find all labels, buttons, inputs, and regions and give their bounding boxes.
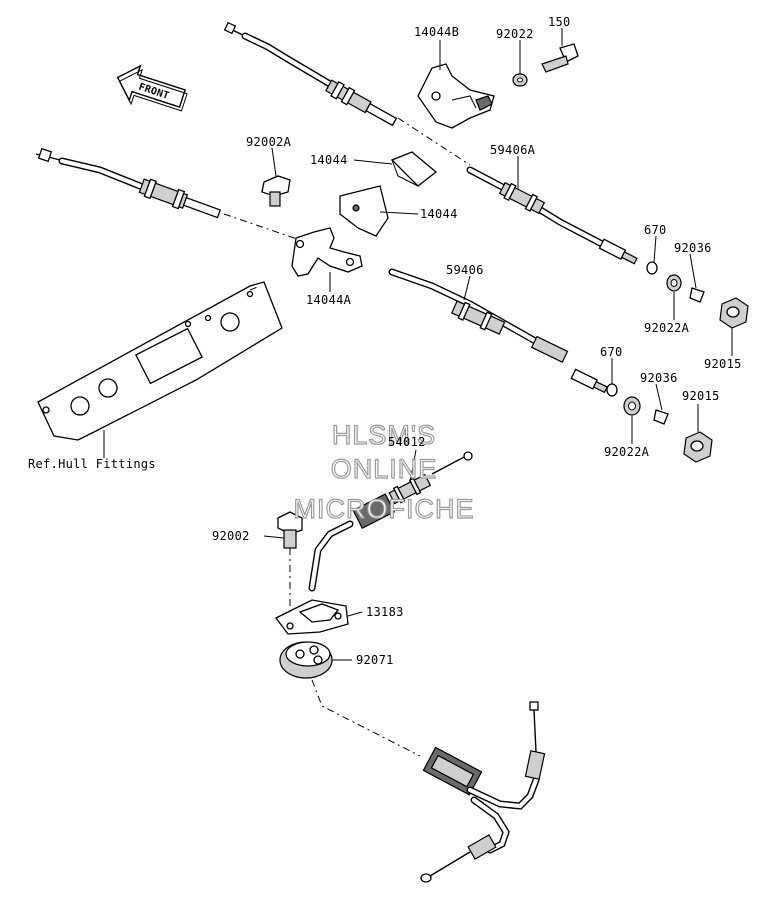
watermark-line-3: MICROFICHE — [294, 494, 475, 524]
callout-92015-top: 92015 — [704, 357, 742, 371]
callout-13183: 13183 — [366, 605, 404, 619]
hull-fittings-panel — [37, 281, 283, 441]
callout-92022a-bot: 92022A — [604, 445, 650, 459]
lockwasher-92036-bot — [653, 409, 669, 425]
ring-670-bot — [606, 383, 618, 397]
front-arrow-marker: FRONT — [116, 64, 188, 112]
bracket-14044a — [291, 227, 363, 277]
lockwasher-92036-top — [689, 287, 705, 303]
watermark-line-2: ONLINE — [331, 454, 438, 484]
callout-14044-mid: 14044 — [420, 207, 458, 221]
callout-92022a-top: 92022A — [644, 321, 690, 335]
bolt-92002 — [277, 511, 303, 549]
callout-92036-top: 92036 — [674, 241, 712, 255]
callout-14044-top: 14044 — [310, 153, 348, 167]
callout-14044b: 14044B — [414, 25, 459, 39]
cable-54012 — [308, 451, 473, 592]
washer-92022a-top — [666, 274, 682, 292]
clamp-14044-top — [390, 151, 438, 187]
clamp-14044-mid — [339, 185, 389, 237]
cable-59406a — [223, 21, 638, 265]
callout-59406: 59406 — [446, 263, 484, 277]
nut-92015-top — [719, 297, 749, 329]
callout-670-top: 670 — [644, 223, 667, 237]
bolt-150 — [541, 43, 579, 73]
plate-13183 — [275, 599, 349, 635]
bolt-92002a — [261, 175, 291, 207]
watermark-line-1: HLSM'S — [332, 420, 436, 450]
callout-54012: 54012 — [388, 435, 426, 449]
bracket-14044b — [417, 63, 495, 129]
callout-92002a: 92002A — [246, 135, 292, 149]
choke-lever-assembly — [420, 701, 546, 883]
grommet-92071 — [279, 641, 333, 679]
watermark: HLSM'S ONLINE MICROFICHE — [293, 419, 475, 524]
nut-92015-bot — [683, 431, 713, 463]
callout-92022: 92022 — [496, 27, 534, 41]
ring-670-top — [646, 261, 658, 275]
callout-670-bot: 670 — [600, 345, 623, 359]
callout-150: 150 — [548, 15, 571, 29]
callout-92036-bot: 92036 — [640, 371, 678, 385]
callout-92015-bot: 92015 — [682, 389, 720, 403]
callout-labels: 14044B 92022 150 92002A 14044 59406A 140… — [28, 15, 742, 667]
callout-ref-hull-fittings: Ref.Hull Fittings — [28, 457, 156, 471]
leader-lines — [103, 28, 733, 661]
callout-92071: 92071 — [356, 653, 394, 667]
callout-59406a: 59406A — [490, 143, 536, 157]
callout-14044a: 14044A — [306, 293, 352, 307]
washer-92022a-bot — [623, 396, 641, 416]
callout-92002: 92002 — [212, 529, 250, 543]
cable-59406 — [35, 147, 608, 394]
washer-92022 — [512, 73, 528, 87]
